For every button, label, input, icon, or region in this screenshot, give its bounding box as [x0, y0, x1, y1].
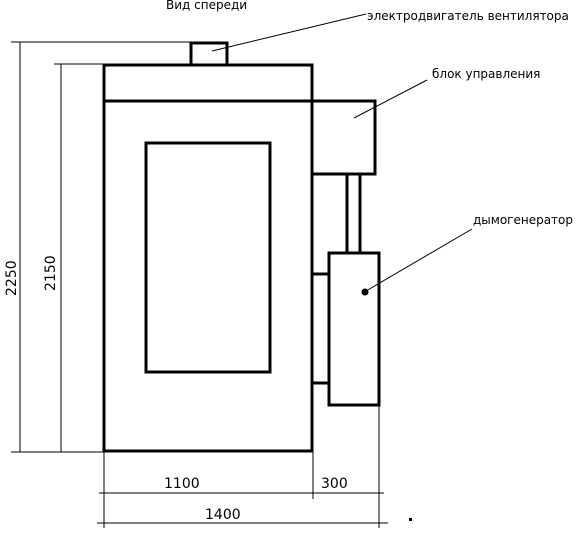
smoke-leader: [365, 228, 473, 292]
dim-text-body-width: 1100: [164, 476, 200, 492]
control-unit: [310, 99, 377, 176]
motor-leader: [211, 13, 367, 52]
smoke-generator: [327, 251, 381, 407]
dimension-overall-height: 2250: [4, 41, 191, 453]
dimension-widths: 1100 300: [99, 405, 384, 528]
cabinet-body: [102, 63, 314, 453]
control-label: блок управления: [432, 67, 540, 81]
connecting-pipe: [345, 174, 362, 253]
dimension-overall-width: 1400: [97, 507, 388, 524]
mounting-brackets: [312, 272, 329, 385]
control-leader: [353, 79, 428, 119]
view-title: Вид спереди: [166, 0, 247, 12]
dim-text-body-height: 2150: [43, 255, 59, 291]
cabinet-door: [144, 141, 272, 374]
motor-label: электродвигатель вентилятора: [367, 9, 569, 23]
dim-text-overall-width: 1400: [205, 507, 241, 523]
dim-text-side-width: 300: [321, 476, 348, 492]
fan-motor: [189, 41, 229, 67]
smokehouse-cabinet: [102, 63, 314, 453]
stray-mark: [409, 518, 412, 521]
dimension-body-height: 2150: [43, 63, 104, 452]
dim-text-overall-height: 2250: [4, 260, 20, 296]
smoke-label: дымогенератор: [473, 213, 573, 227]
leader-lines: [211, 13, 473, 292]
smoke-generator-dot: [361, 288, 369, 296]
